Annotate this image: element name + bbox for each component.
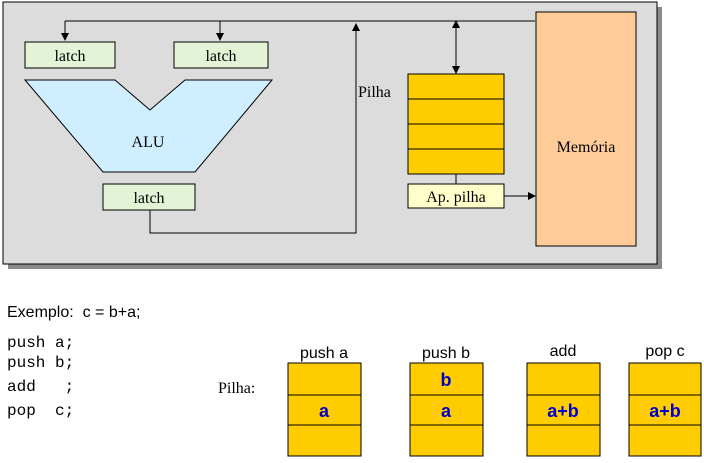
stack-cell-value: a [319, 401, 330, 421]
stack-pointer-label: Ap. pilha [426, 189, 486, 206]
stack-column-box [526, 362, 601, 457]
code-line: add ; [7, 378, 74, 396]
stack-column-box [628, 362, 702, 457]
stack-column-title: add [550, 343, 577, 360]
stack-column-title: push b [422, 345, 470, 362]
latch-right-label: latch [205, 48, 236, 65]
stack-cell-value: a [441, 401, 452, 421]
latch-left-box [24, 41, 116, 69]
alu-shape [23, 79, 274, 173]
code-line: push b; [7, 354, 74, 372]
stack-cell-value: a+b [649, 401, 681, 421]
stack-column-title: pop c [645, 343, 684, 360]
memory-box [535, 11, 637, 247]
stack-pointer-box [407, 183, 505, 209]
stack-cell-value: a+b [547, 401, 579, 421]
latch-left-label: latch [54, 48, 85, 65]
latch-bottom-box [102, 183, 196, 211]
stack-example-label: Pilha: [218, 380, 255, 397]
code-line: pop c; [7, 402, 74, 420]
alu-label: ALU [132, 134, 165, 151]
stack-column-title: push a [300, 345, 348, 362]
memory-label: Memória [557, 139, 616, 156]
stack-label: Pilha [358, 84, 391, 101]
result-return-path [149, 23, 360, 234]
stack-column-box [287, 362, 362, 457]
stack-cell-value: b [441, 370, 452, 390]
code-line: push a; [7, 334, 74, 352]
stack-column-box [409, 362, 484, 457]
example-title: Exemplo: c = b+a; [7, 304, 140, 321]
latch-bottom-label: latch [133, 190, 164, 207]
latch-right-box [173, 41, 269, 69]
